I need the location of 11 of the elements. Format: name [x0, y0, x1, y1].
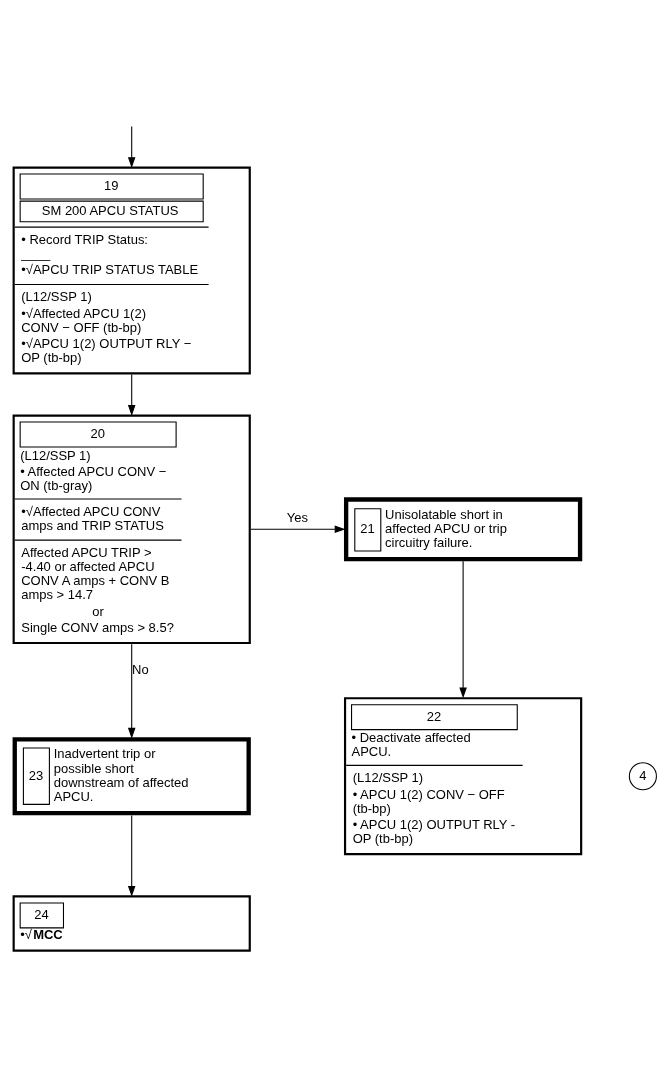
arrow	[250, 525, 346, 533]
arrow	[127, 814, 136, 897]
arrow	[127, 643, 136, 739]
edge-label: No	[132, 661, 149, 677]
node-circle: 4	[628, 761, 657, 790]
node-box: 21 Unisolatable short in affected APCU or trip circuitry failure.	[343, 496, 583, 561]
node-box: 24 •√MCC	[12, 894, 251, 952]
arrow	[459, 560, 467, 698]
arrow	[127, 125, 136, 168]
edge-label: Yes	[286, 509, 308, 525]
arrow	[127, 373, 136, 416]
